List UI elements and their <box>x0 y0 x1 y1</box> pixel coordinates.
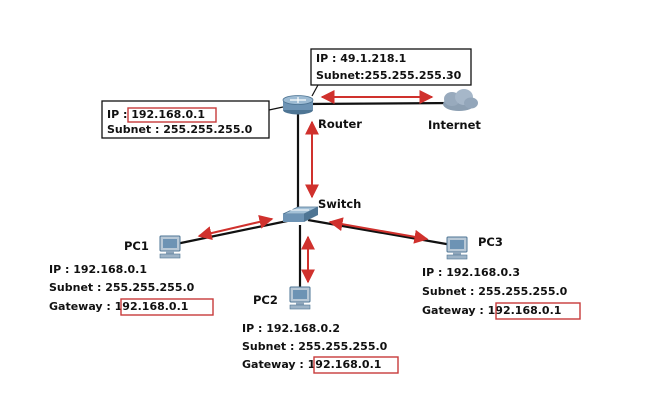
lan-ip-value: 192.168.0.1 <box>131 108 205 121</box>
pc2-ip: IP : 192.168.0.2 <box>242 322 340 335</box>
wan-ip: IP : 49.1.218.1 <box>316 52 406 65</box>
pc2-label: PC2 <box>253 293 278 307</box>
lan-info-box: IP : 192.168.0.1 Subnet : 255.255.255.0 <box>101 100 270 139</box>
lan-ip-prefix: IP : <box>107 108 131 121</box>
wan-callout-line <box>311 84 319 97</box>
wan-info-box: IP : 49.1.218.1 Subnet:255.255.255.30 <box>310 48 472 86</box>
pc1-gateway-prefix: Gateway : <box>49 300 115 313</box>
link-switch-pc1 <box>175 218 293 246</box>
pc1-gateway-highlight <box>120 298 214 316</box>
lan-ip: IP : 192.168.0.1 <box>107 108 205 121</box>
pc1-gateway: Gateway : 192.168.0.1 <box>49 300 188 313</box>
pc3-ip: IP : 192.168.0.3 <box>422 266 520 279</box>
arrow-switch-pc3 <box>328 217 429 244</box>
arrow-switch-pc1 <box>197 215 274 240</box>
switch-label: Switch <box>318 197 361 211</box>
traffic-arrows <box>197 90 434 284</box>
cloud-icon <box>443 89 478 111</box>
wan-subnet: Subnet:255.255.255.30 <box>316 69 462 82</box>
pc3-info: IP : 192.168.0.3 Subnet : 255.255.255.0 … <box>422 266 581 320</box>
lan-subnet: Subnet : 255.255.255.0 <box>107 123 253 136</box>
lan-callout-line <box>268 106 284 111</box>
pc2-gateway-prefix: Gateway : <box>242 358 308 371</box>
pc1-subnet: Subnet : 255.255.255.0 <box>49 281 195 294</box>
pc3-gateway-highlight <box>495 302 581 320</box>
pc2-gateway: Gateway : 192.168.0.1 <box>242 358 381 371</box>
pc2-info: IP : 192.168.0.2 Subnet : 255.255.255.0 … <box>242 322 399 374</box>
router-icon <box>282 95 314 115</box>
pc1-label: PC1 <box>124 239 149 253</box>
pc3-subnet: Subnet : 255.255.255.0 <box>422 285 568 298</box>
computer-icon <box>446 236 468 260</box>
computer-icon <box>159 235 181 259</box>
pc3-gateway-value: 192.168.0.1 <box>488 304 562 317</box>
link-switch-pc3 <box>307 218 453 247</box>
pc3-gateway: Gateway : 192.168.0.1 <box>422 304 561 317</box>
router-ip-highlight <box>127 107 217 123</box>
computer-icon <box>289 286 311 310</box>
link-router-internet <box>303 101 457 106</box>
pc2-gateway-value: 192.168.0.1 <box>308 358 382 371</box>
pc2-gateway-highlight <box>313 356 399 374</box>
pc3-label: PC3 <box>478 235 503 249</box>
pc3-gateway-prefix: Gateway : <box>422 304 488 317</box>
pc2-subnet: Subnet : 255.255.255.0 <box>242 340 388 353</box>
pc1-gateway-value: 192.168.0.1 <box>115 300 189 313</box>
switch-icon <box>282 206 319 222</box>
internet-label: Internet <box>428 118 481 132</box>
pc1-info: IP : 192.168.0.1 Subnet : 255.255.255.0 … <box>49 263 214 316</box>
router-label: Router <box>318 117 362 131</box>
pc1-ip: IP : 192.168.0.1 <box>49 263 147 276</box>
